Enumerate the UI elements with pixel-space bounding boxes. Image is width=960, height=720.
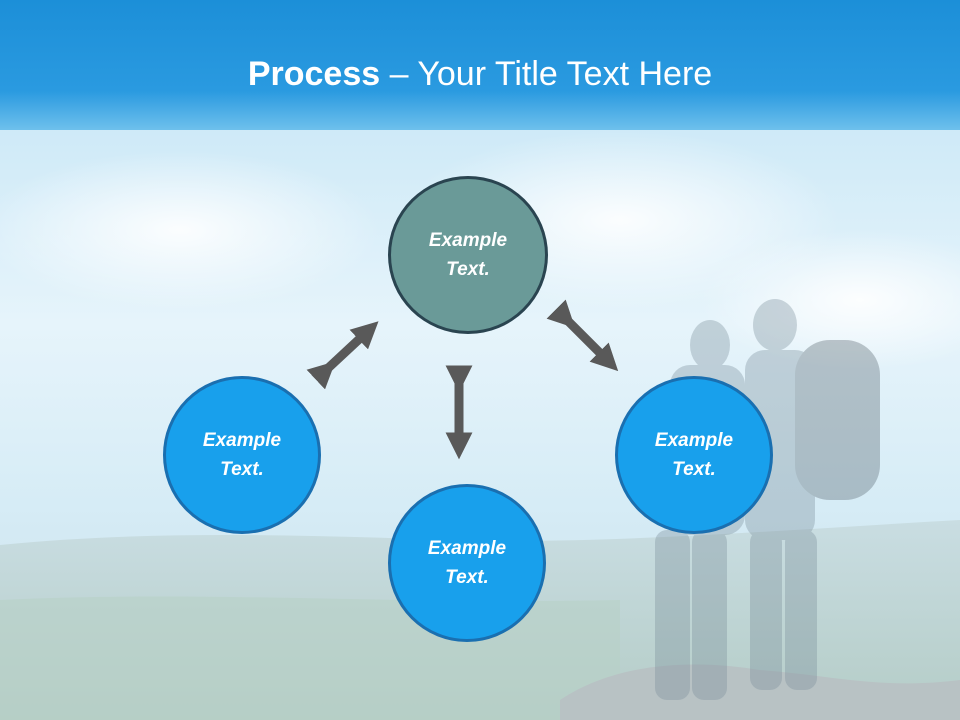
slide-title: Process – Your Title Text Here — [0, 52, 960, 96]
node-top-label: Example Text. — [428, 230, 508, 280]
title-separator: – — [380, 55, 418, 93]
title-text: Your Title Text Here — [417, 55, 713, 93]
node-left-label: Example Text. — [202, 430, 282, 480]
node-bottom-label: Example Text. — [427, 538, 507, 588]
process-node-left: Example Text. — [163, 376, 321, 534]
title-banner: Process – Your Title Text Here — [0, 0, 960, 130]
process-node-top: Example Text. — [388, 176, 548, 334]
arrow-top-left — [306, 321, 379, 390]
title-bold: Process — [247, 55, 381, 93]
node-right-label: Example Text. — [654, 430, 734, 480]
arrow-top-right — [546, 299, 619, 372]
process-node-right: Example Text. — [615, 376, 773, 534]
process-node-bottom: Example Text. — [388, 484, 546, 642]
